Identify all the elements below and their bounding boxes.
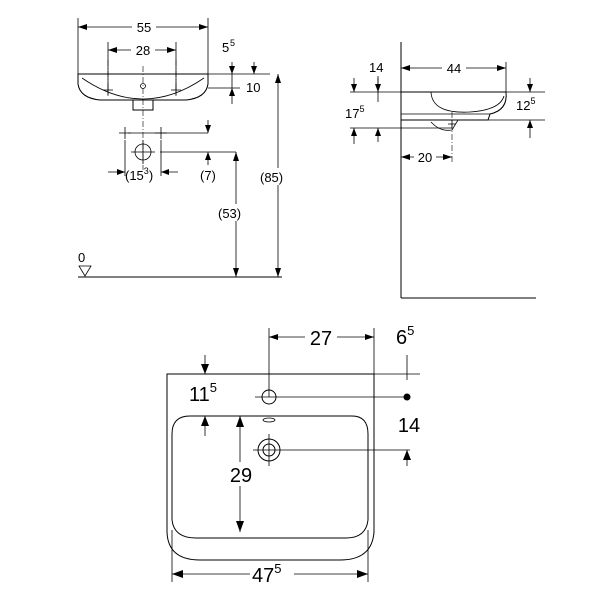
- arrowhead: [365, 334, 374, 340]
- label-mask: [216, 204, 252, 221]
- label-mask: [258, 168, 296, 185]
- arrowhead: [275, 268, 281, 277]
- arrowhead: [236, 521, 244, 532]
- arrowhead: [403, 450, 411, 460]
- arrowhead: [527, 120, 533, 128]
- total-height-label: (85): [260, 170, 283, 185]
- arrowhead: [275, 74, 281, 83]
- width-label: 55: [137, 20, 151, 35]
- rim-offset-sup: 5: [230, 38, 235, 48]
- waste-wall-label: 20: [418, 150, 432, 165]
- arrowhead: [233, 268, 239, 277]
- arrowhead: [201, 364, 209, 374]
- arrowhead: [236, 416, 244, 427]
- arrowhead: [229, 88, 235, 96]
- basin-side-outline: [401, 91, 507, 121]
- arrowhead: [375, 84, 381, 92]
- arrowhead: [205, 152, 211, 160]
- waste-marker: [155, 127, 167, 139]
- edge-offset-label: 65: [396, 323, 414, 349]
- floor-level-symbol: [78, 265, 92, 277]
- label-mask: [414, 149, 436, 164]
- label-mask: [250, 561, 294, 586]
- rim-offset-label: 5: [222, 40, 229, 55]
- tap-spacing-label: 28: [136, 43, 150, 58]
- arrowhead: [401, 65, 410, 71]
- front-height-label: 125: [516, 96, 535, 113]
- arrowhead: [375, 128, 381, 136]
- waste-drop-label: (7): [200, 168, 216, 183]
- rim-waste-label: 175: [345, 104, 364, 121]
- basin-side-bowl: [430, 91, 505, 113]
- tap-from-right-label: 27: [310, 328, 332, 350]
- basin-front-outline: [77, 73, 209, 101]
- waste-offset-label: (153): [125, 166, 153, 183]
- arrowhead: [172, 570, 183, 578]
- rim-height-label: 10: [246, 80, 260, 95]
- top-width-label: 475: [252, 561, 281, 587]
- wall-gap-label: 14: [369, 60, 383, 75]
- arrowhead: [199, 24, 208, 30]
- waste-side-fitting: [430, 119, 459, 131]
- top-view: 27 65 115 14 29 475: [166, 323, 426, 587]
- overflow-slot: [262, 417, 276, 423]
- floor-level-label: 0: [78, 250, 85, 265]
- arrowhead: [233, 152, 239, 161]
- basin-top-outline: [166, 373, 375, 561]
- label-mask: [224, 462, 258, 486]
- arrowhead: [205, 125, 211, 133]
- waste-side-cross: [448, 120, 456, 128]
- arrowhead: [117, 169, 125, 175]
- front-view: 55 28 5 5 10: [77, 18, 296, 278]
- overflow-marker: [403, 393, 411, 401]
- waste-from-tap-label: 29: [230, 465, 252, 487]
- side-view: 14 44 125 175 20: [345, 42, 545, 299]
- arrowhead: [351, 128, 357, 136]
- tap-hole-marker: [171, 85, 181, 95]
- waste-marker: [119, 127, 131, 139]
- arrowhead: [161, 169, 169, 175]
- arrowhead: [201, 416, 209, 426]
- arrowhead: [351, 84, 357, 92]
- tap-from-back-label: 115: [189, 380, 217, 406]
- label-mask: [131, 42, 155, 57]
- overflow-hole: [140, 83, 146, 89]
- depth-label: 44: [447, 61, 461, 76]
- arrowhead: [251, 66, 257, 74]
- waste-connection-cross: [131, 140, 155, 164]
- label-mask: [442, 60, 466, 76]
- tap-hole-marker: [103, 85, 113, 95]
- arrowhead: [108, 47, 117, 53]
- arrowhead: [269, 334, 278, 340]
- arrowhead: [497, 65, 506, 71]
- arrowhead: [229, 66, 235, 74]
- arrowhead: [443, 154, 452, 160]
- label-mask: [132, 18, 156, 34]
- arrowhead: [527, 84, 533, 92]
- arrowhead: [78, 24, 87, 30]
- waste-height-label: (53): [218, 206, 241, 221]
- arrowhead: [167, 47, 176, 53]
- label-mask: [392, 412, 426, 436]
- arrowhead: [357, 570, 368, 578]
- arrowhead: [401, 154, 410, 160]
- bowl-offset-label: 14: [398, 415, 420, 437]
- label-mask: [305, 325, 337, 349]
- waste-outlet-cross: [253, 434, 410, 466]
- basin-top-bowl: [171, 415, 369, 539]
